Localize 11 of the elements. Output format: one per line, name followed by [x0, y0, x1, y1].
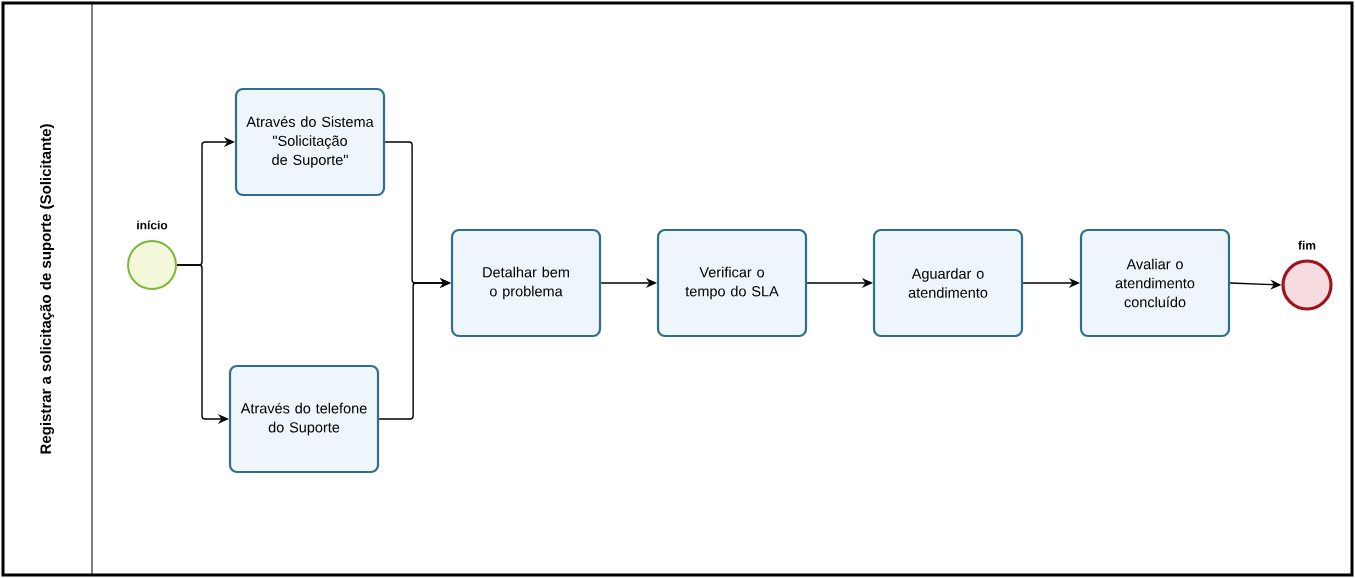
- task-box: Através do Sistema "Solicitação de Suporte": [234, 87, 386, 197]
- event-label: fim: [1298, 240, 1316, 250]
- task-box: Verificar o tempo do SLA: [656, 228, 808, 338]
- start-event-circle: [127, 240, 177, 290]
- task-box: Avaliar o atendimento concluído: [1079, 228, 1231, 338]
- task-box: Detalhar bem o problema: [450, 228, 602, 338]
- task-box: Aguardar o atendimento: [872, 228, 1024, 338]
- event-label: início: [137, 220, 168, 230]
- task-box: Através do telefone do Suporte: [228, 364, 380, 474]
- lane-label: Registrar a solicitação de suporte (Solicitante): [40, 124, 55, 454]
- end-event-circle: [1281, 259, 1333, 311]
